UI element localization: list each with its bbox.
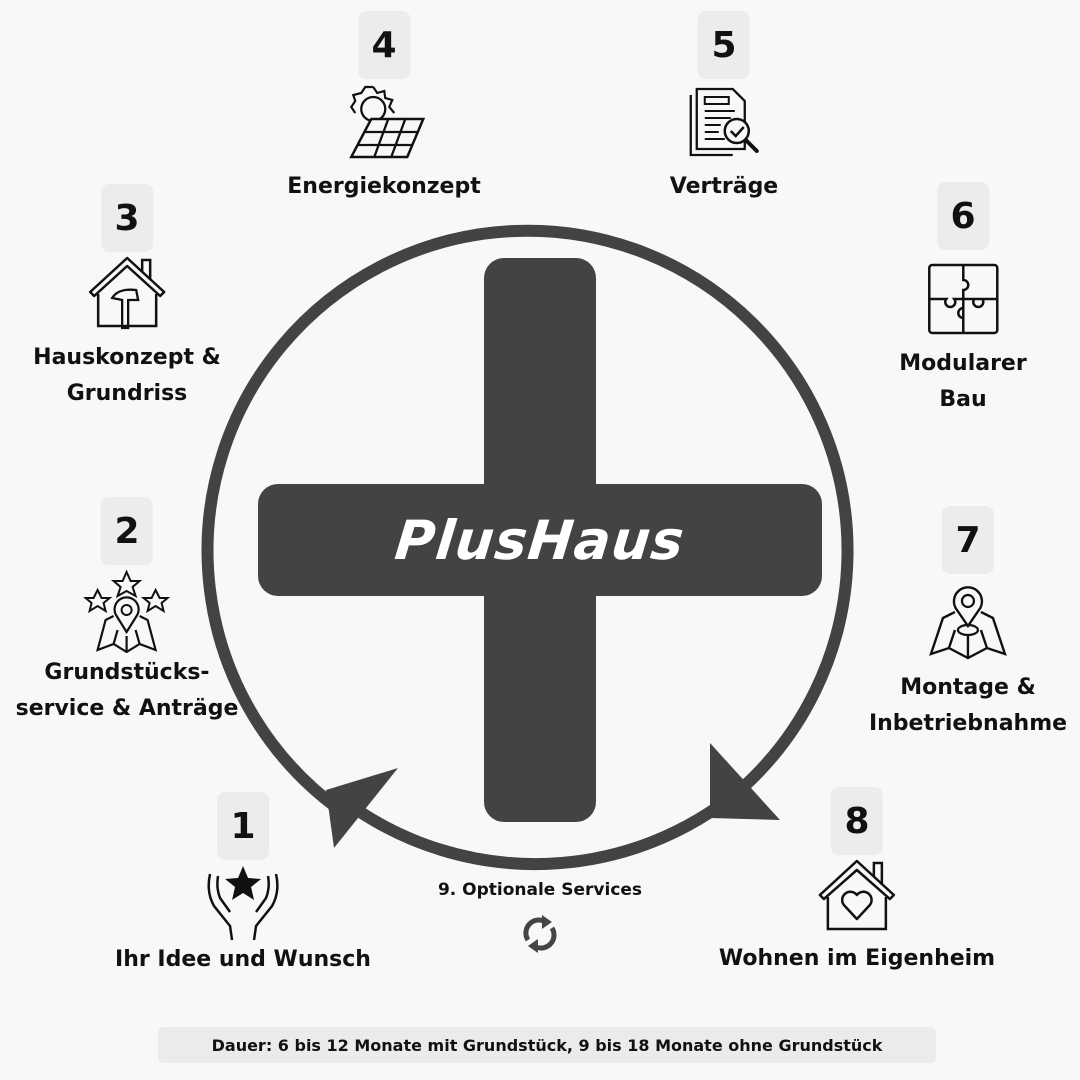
map-pin-stars-icon xyxy=(83,569,170,653)
step-8: 8 Wohnen im Eigenheim xyxy=(719,787,995,977)
step-1: 1 Ihr Idee und Wunsch xyxy=(115,792,371,978)
step-number: 8 xyxy=(831,787,883,855)
map-pin-icon xyxy=(929,586,1007,660)
step-number: 3 xyxy=(100,184,153,252)
arrow-head-left xyxy=(326,768,398,848)
house-hammer-icon xyxy=(88,256,166,330)
step-2: 2 Grundstücks- service & Anträge xyxy=(15,497,239,727)
step-number: 7 xyxy=(941,506,994,574)
step-5: 5 Verträge xyxy=(670,11,778,205)
brand-logo-text: PlusHaus xyxy=(392,508,688,572)
step-number: 4 xyxy=(357,11,410,79)
refresh-cycle-icon xyxy=(523,915,557,953)
step-label: Grundstücks- service & Anträge xyxy=(15,660,239,721)
step-number: 6 xyxy=(937,182,989,250)
step-label: Verträge xyxy=(669,174,779,199)
plus-cross-horizontal xyxy=(258,484,822,596)
step-label: Modularer Bau xyxy=(899,351,1027,412)
step-label: Montage & Inbetriebnahme xyxy=(868,675,1068,736)
optional-services-label: 9. Optionale Services xyxy=(437,880,643,900)
step-number: 5 xyxy=(697,11,750,79)
step-4: 4 Energiekonzept xyxy=(287,11,481,205)
arrow-head-right xyxy=(710,743,780,820)
hands-star-icon xyxy=(207,866,279,941)
document-search-check-icon xyxy=(689,87,759,157)
duration-note: Dauer: 6 bis 12 Monate mit Grundstück, 9… xyxy=(158,1027,936,1063)
step-label: Energiekonzept xyxy=(287,174,481,199)
step-7: 7 Montage & Inbetriebnahme xyxy=(869,506,1067,742)
step-number: 1 xyxy=(216,792,269,860)
step-number: 2 xyxy=(100,497,153,565)
step-6: 6 Modularer Bau xyxy=(899,182,1027,418)
step-3: 3 Hauskonzept & Grundriss xyxy=(33,184,221,412)
puzzle-icon xyxy=(927,263,999,335)
step-label: Hauskonzept & Grundriss xyxy=(33,345,221,406)
house-heart-icon xyxy=(818,859,896,931)
step-label: Ihr Idee und Wunsch xyxy=(115,947,371,972)
solar-panel-sun-icon xyxy=(348,85,425,159)
step-label: Wohnen im Eigenheim xyxy=(718,946,996,971)
optional-services: 9. Optionale Services xyxy=(438,880,642,954)
